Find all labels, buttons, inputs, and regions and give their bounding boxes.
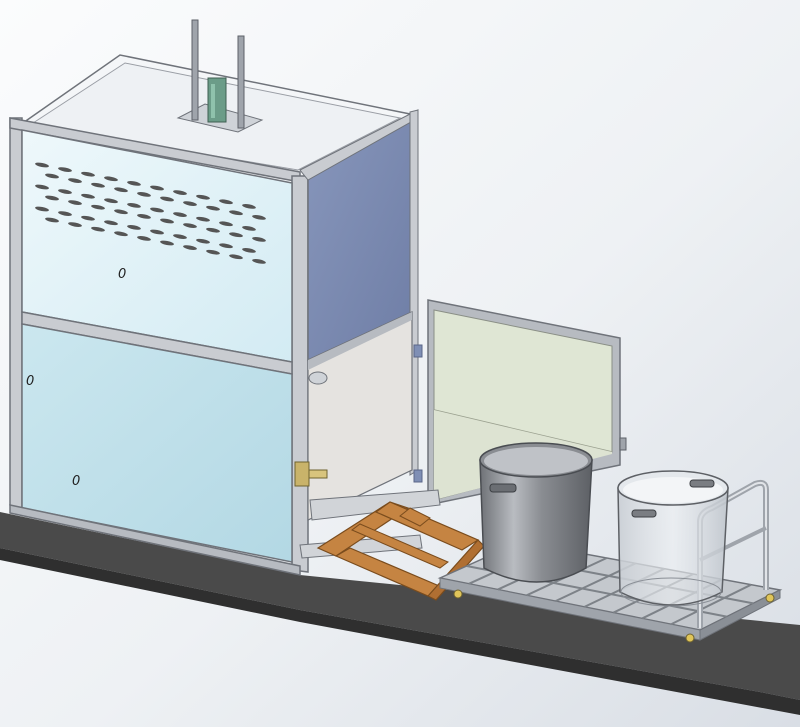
vent-slot xyxy=(127,181,141,186)
hinge-upper xyxy=(413,344,423,358)
vent-slot xyxy=(160,218,174,224)
vent-slot xyxy=(173,212,187,217)
vent-slot xyxy=(183,223,197,228)
vent-slot xyxy=(183,201,197,206)
vent-slot xyxy=(137,192,151,197)
vent-slot xyxy=(68,200,82,205)
vent-slot xyxy=(242,226,256,231)
vent-slot xyxy=(252,237,266,242)
vent-slot xyxy=(68,222,82,227)
vent-slot xyxy=(81,215,95,221)
vent-slot xyxy=(196,238,210,244)
vent-slot xyxy=(173,190,187,195)
vent-slot xyxy=(114,231,128,237)
vent-slot xyxy=(81,193,95,199)
wheel xyxy=(685,633,695,643)
vent-slot xyxy=(229,232,243,238)
vent-slot xyxy=(127,203,141,208)
vent-slot xyxy=(104,176,118,182)
pot-handle xyxy=(489,483,517,493)
cabinet: 0 0 0 xyxy=(9,19,423,576)
glass-pot-handle-right xyxy=(689,479,715,488)
vent-slot xyxy=(160,196,174,202)
vent-slot xyxy=(58,211,72,216)
vent-slot xyxy=(127,225,141,230)
vent-slot xyxy=(45,173,59,179)
vent-slot xyxy=(45,217,59,223)
vent-slot xyxy=(137,236,151,241)
vent-slot xyxy=(114,187,128,193)
vent-slot xyxy=(104,198,118,204)
vent-slot xyxy=(219,221,233,227)
vent-slot xyxy=(81,171,95,177)
vent-slot xyxy=(114,209,128,215)
upper-front-mark: 0 xyxy=(118,267,126,282)
floor-slab xyxy=(0,512,800,700)
wheel xyxy=(453,589,463,599)
vent-slot xyxy=(35,206,49,212)
vent-slot xyxy=(150,207,164,213)
vent-slot xyxy=(196,216,210,222)
vent-slot xyxy=(58,189,72,194)
vent-slot xyxy=(160,240,174,246)
vent-slot xyxy=(242,248,256,253)
door-hinge xyxy=(619,437,627,451)
vent-slot xyxy=(206,205,220,211)
door-latch xyxy=(294,461,310,487)
lower-front-mark: 0 xyxy=(72,474,80,489)
vent-slots xyxy=(35,162,266,264)
rack-bar xyxy=(670,583,752,626)
vent-slot xyxy=(150,229,164,235)
frame-left-post xyxy=(9,117,23,514)
vent-slot xyxy=(91,204,105,210)
vent-slot xyxy=(183,245,197,250)
vent-slot xyxy=(35,162,49,168)
vent-slot xyxy=(91,226,105,232)
pot-interior xyxy=(484,447,588,475)
lift-cylinder xyxy=(176,19,264,133)
hinge-lower xyxy=(413,469,423,483)
latch-bolt xyxy=(308,469,328,479)
vent-slot xyxy=(206,249,220,255)
vent-slot xyxy=(104,220,118,226)
vent-slot xyxy=(242,204,256,209)
floor-slab-edge xyxy=(0,548,800,715)
vent-slot xyxy=(45,195,59,201)
frame-bottom-rail xyxy=(9,504,301,576)
side-knob xyxy=(308,371,328,385)
lower-front-panel xyxy=(21,323,293,563)
vent-slot xyxy=(229,210,243,216)
vent-slot xyxy=(68,178,82,183)
vent-slot xyxy=(137,214,151,219)
vent-slot xyxy=(91,182,105,188)
steel-pot xyxy=(479,442,593,583)
glass-pot-handle-left xyxy=(631,509,657,518)
vent-slot xyxy=(150,185,164,191)
vent-slot xyxy=(206,227,220,233)
vent-slot xyxy=(252,259,266,264)
glass-pot-base xyxy=(620,577,722,607)
vent-slot xyxy=(196,194,210,200)
frame-right-post xyxy=(291,175,309,573)
wheel xyxy=(765,593,775,603)
vent-slot xyxy=(173,234,187,239)
glass-pot xyxy=(617,470,729,607)
vent-slot xyxy=(229,254,243,260)
vent-slot xyxy=(58,167,72,172)
vent-slot xyxy=(219,199,233,205)
side-opening-lip xyxy=(308,312,412,370)
left-side-mark: 0 xyxy=(26,374,34,389)
vent-slot xyxy=(35,184,49,190)
vent-slot xyxy=(252,215,266,220)
vent-slot xyxy=(219,243,233,249)
